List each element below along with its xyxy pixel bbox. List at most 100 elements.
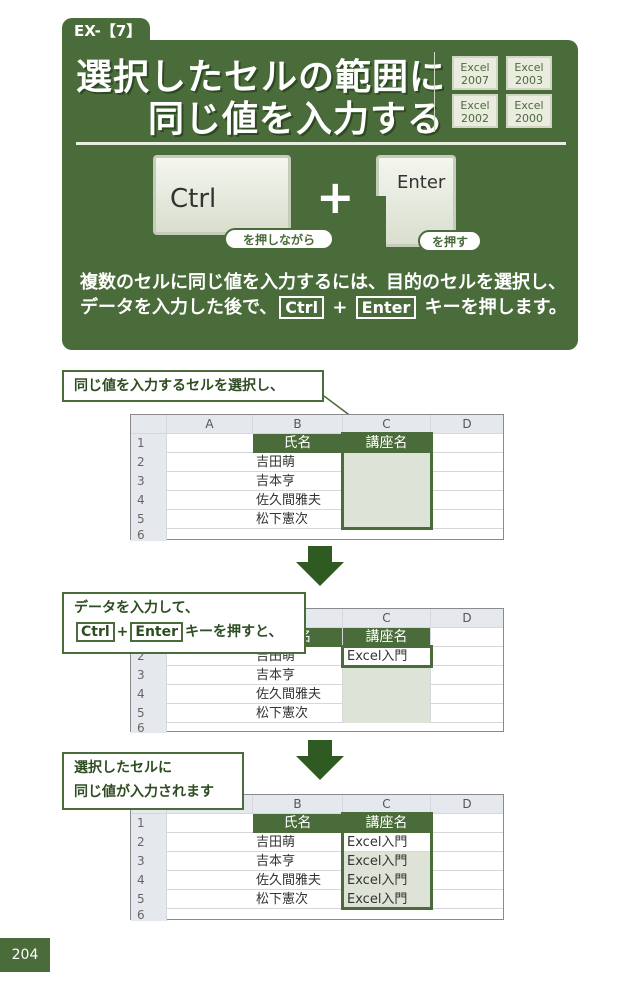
version-year: 2000	[515, 112, 543, 125]
header-divider	[76, 142, 566, 145]
table-row: 1 氏名 講座名	[131, 434, 503, 453]
version-badge-2003: Excel 2003	[506, 56, 552, 90]
column-header-c[interactable]: C	[343, 609, 431, 628]
row-number[interactable]: 4	[131, 491, 167, 510]
row-number[interactable]: 3	[131, 852, 167, 871]
row-number[interactable]: 2	[131, 833, 167, 852]
version-name: Excel	[460, 61, 490, 74]
plus-sign: +	[316, 170, 355, 224]
step3-callout: 選択したセルに 同じ値が入力されます	[62, 752, 244, 810]
cell-c1[interactable]: 講座名	[343, 628, 431, 647]
cell-b5[interactable]: 松下憲次	[253, 704, 343, 723]
ctrl-key-illustration: Ctrl	[153, 155, 291, 235]
table-row: 4 佐久間雅夫	[131, 685, 503, 704]
cell-c3[interactable]	[343, 666, 431, 685]
version-year: 2002	[461, 112, 489, 125]
cell-b3[interactable]: 吉本亨	[253, 666, 343, 685]
active-cell-border	[341, 645, 433, 668]
column-header-a[interactable]: A	[167, 415, 253, 434]
table-row: 4 佐久間雅夫	[131, 491, 503, 510]
row-number[interactable]: 5	[131, 510, 167, 529]
enter-key-notch	[372, 196, 386, 250]
description: 複数のセルに同じ値を入力するには、目的のセルを選択し、データを入力した後で、Ct…	[80, 270, 572, 320]
row-number[interactable]: 5	[131, 704, 167, 723]
version-name: Excel	[460, 99, 490, 112]
cell-c5[interactable]	[343, 704, 431, 723]
cell-b4[interactable]: 佐久間雅夫	[253, 685, 343, 704]
table-row: 5 松下憲次	[131, 704, 503, 723]
cell-c4[interactable]: Excel入門	[343, 871, 431, 890]
description-text-end: キーを押します。	[418, 297, 567, 318]
column-header-d[interactable]: D	[462, 417, 472, 431]
row-number[interactable]: 1	[131, 814, 167, 833]
enter-key-label: Enter	[355, 296, 417, 319]
column-header-c[interactable]: C	[343, 795, 431, 814]
row-number[interactable]: 4	[131, 871, 167, 890]
row-number[interactable]: 6	[131, 909, 167, 921]
cell-b1[interactable]: 氏名	[253, 814, 343, 833]
version-name: Excel	[514, 61, 544, 74]
table-row: 6	[131, 909, 503, 921]
cell-c4[interactable]	[343, 685, 431, 704]
enter-key-label: Enter	[130, 622, 184, 642]
version-badge-2007: Excel 2007	[452, 56, 498, 90]
row-number[interactable]: 1	[131, 434, 167, 453]
spreadsheet-step1: A B C D 1 氏名 講座名 2 吉田萌 3 吉本亨 4 佐久間雅夫 5 松…	[130, 414, 504, 541]
table-row: 2 吉田萌 Excel入門	[131, 833, 503, 852]
page-number: 204	[0, 938, 50, 972]
row-number[interactable]: 4	[131, 685, 167, 704]
row-number[interactable]: 3	[131, 472, 167, 491]
cell-b1[interactable]: 氏名	[253, 434, 343, 453]
down-arrow-icon	[296, 740, 344, 780]
cell-c1[interactable]: 講座名	[343, 814, 431, 833]
step2-callout-line1: データを入力して、	[74, 600, 199, 616]
selection-range	[341, 432, 433, 530]
cell-c1[interactable]: 講座名	[343, 434, 431, 453]
cell-b2[interactable]: 吉田萌	[253, 833, 343, 852]
ctrl-key-caption: を押しながら	[224, 228, 334, 250]
column-header-d[interactable]: D	[462, 611, 472, 625]
page-title-line1: 選択したセルの範囲に	[76, 57, 447, 98]
step3-callout-line1: 選択したセルに	[74, 760, 172, 776]
table-row: 5 松下憲次	[131, 510, 503, 529]
description-text: 複数のセルに同じ値を入力するには、目的のセルを選択し、データを入力した後で、	[80, 272, 566, 318]
row-number[interactable]: 6	[131, 529, 167, 541]
table-row: 3 吉本亨	[131, 472, 503, 491]
version-year: 2003	[515, 74, 543, 87]
table-row: 1 氏名 講座名	[131, 814, 503, 833]
down-arrow-icon	[296, 546, 344, 586]
column-header-row: A B C D	[131, 415, 503, 434]
row-number[interactable]: 5	[131, 890, 167, 909]
column-header-b[interactable]: B	[253, 415, 343, 434]
plus-text: +	[116, 624, 129, 640]
row-number[interactable]: 3	[131, 666, 167, 685]
row-number[interactable]: 6	[131, 722, 167, 734]
step2-callout-tail: キーを押すと、	[185, 624, 283, 640]
cell-b3[interactable]: 吉本亨	[253, 472, 343, 491]
cell-b3[interactable]: 吉本亨	[253, 852, 343, 871]
ctrl-key-label: Ctrl	[76, 622, 115, 642]
step1-callout: 同じ値を入力するセルを選択し、	[62, 370, 324, 402]
cell-b4[interactable]: 佐久間雅夫	[253, 491, 343, 510]
table-row: 5 松下憲次 Excel入門	[131, 890, 503, 909]
cell-b5[interactable]: 松下憲次	[253, 510, 343, 529]
cell-b4[interactable]: 佐久間雅夫	[253, 871, 343, 890]
table-row: 2 吉田萌	[131, 453, 503, 472]
table-row: 6	[131, 722, 503, 734]
cell-b2[interactable]: 吉田萌	[253, 453, 343, 472]
column-header-b[interactable]: B	[253, 795, 343, 814]
selection-range	[341, 812, 433, 910]
version-badge-2002: Excel 2002	[452, 94, 498, 128]
cell-b5[interactable]: 松下憲次	[253, 890, 343, 909]
table-row: 3 吉本亨 Excel入門	[131, 852, 503, 871]
cell-c2-editing[interactable]: Excel入門	[343, 647, 431, 666]
version-name: Excel	[514, 99, 544, 112]
column-header-c[interactable]: C	[343, 415, 431, 434]
section-tag: EX-【7】	[62, 18, 150, 44]
select-all-corner[interactable]	[131, 415, 167, 434]
enter-key-caption: を押す	[418, 230, 482, 252]
column-header-d[interactable]: D	[462, 797, 472, 811]
cell-c3[interactable]: Excel入門	[343, 852, 431, 871]
row-number[interactable]: 2	[131, 453, 167, 472]
